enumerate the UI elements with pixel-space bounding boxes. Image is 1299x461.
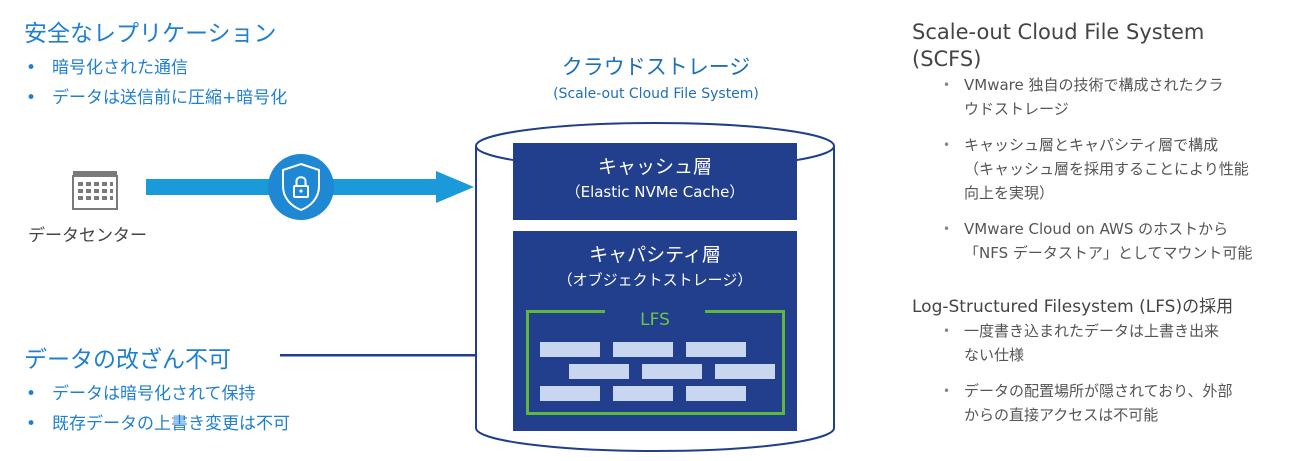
list-item: VMware Cloud on AWS のホストから 「NFS データストア」と… [940, 217, 1252, 265]
scfs-points: VMware 独自の技術で構成されたクラ ウドストレージ キャッシュ層とキャパシ… [940, 73, 1252, 277]
building-icon [72, 171, 118, 210]
list-item: 既存データの上書き変更は不可 [24, 409, 290, 439]
storage-title: クラウドストレージ [561, 55, 751, 79]
lfs-points: 一度書き込まれたデータは上書き出来 ない仕様 データの配置場所が隠されており、外… [940, 319, 1233, 439]
lfs-title: Log-Structured Filesystem (LFS)の採用 [912, 297, 1234, 317]
list-item-line: ない仕様 [964, 346, 1025, 364]
list-item-line: 「NFS データストア」としてマウント可能 [964, 244, 1253, 262]
cache-layer-detail: （Elastic NVMe Cache） [565, 183, 745, 201]
cache-layer-name: キャッシュ層 [597, 156, 712, 178]
lfs-label: LFS [605, 310, 705, 330]
lfs-block [540, 386, 600, 401]
scfs-title-line1: Scale-out Cloud File System [912, 20, 1205, 44]
lfs-block [715, 364, 775, 379]
lfs-block [642, 364, 702, 379]
scfs-title: Scale-out Cloud File System (SCFS) [912, 19, 1204, 73]
list-item: キャッシュ層とキャパシティ層で構成 （キャッシュ層を採用することにより性能 向上… [940, 133, 1252, 205]
capacity-layer-name: キャパシティ層 [589, 244, 721, 266]
list-item: データは暗号化されて保持 [24, 379, 290, 409]
list-item-line: 一度書き込まれたデータは上書き出来 [964, 322, 1220, 340]
lfs-block [686, 386, 746, 401]
list-item-line: ウドストレージ [964, 100, 1069, 118]
storage-subtitle: (Scale-out Cloud File System) [553, 86, 759, 102]
list-item-line: キャッシュ層とキャパシティ層で構成 [964, 136, 1219, 154]
list-item: 暗号化された通信 [24, 53, 287, 83]
shield-lock-icon [268, 154, 334, 220]
list-item-line: 向上を実現） [964, 184, 1055, 202]
datacenter-label: データセンター [28, 226, 147, 246]
lfs-block [569, 364, 629, 379]
capacity-layer-detail: （オブジェクトストレージ） [557, 271, 753, 289]
list-item-line: （キャッシュ層を採用することにより性能 [964, 160, 1249, 178]
list-item: データは送信前に圧縮+暗号化 [24, 83, 287, 113]
replication-arrow [146, 154, 474, 220]
list-item: VMware 独自の技術で構成されたクラ ウドストレージ [940, 73, 1252, 121]
lfs-block [686, 342, 746, 357]
scfs-title-line2: (SCFS) [912, 47, 982, 71]
arrow-right-icon [436, 171, 474, 203]
lfs-block [613, 386, 673, 401]
replication-title: 安全なレプリケーション [24, 21, 277, 47]
list-item: 一度書き込まれたデータは上書き出来 ない仕様 [940, 319, 1233, 367]
tamper-points: データは暗号化されて保持 既存データの上書き変更は不可 [24, 379, 290, 439]
replication-points: 暗号化された通信 データは送信前に圧縮+暗号化 [24, 53, 287, 113]
list-item-line: からの直接アクセスは不可能 [964, 406, 1159, 424]
lfs-block [613, 342, 673, 357]
list-item-line: VMware Cloud on AWS のホストから [964, 220, 1229, 238]
tamper-title: データの改ざん不可 [24, 347, 231, 373]
list-item: データの配置場所が隠されており、外部 からの直接アクセスは不可能 [940, 379, 1233, 427]
list-item-line: データの配置場所が隠されており、外部 [964, 382, 1233, 400]
lfs-block [540, 342, 600, 357]
cache-layer: キャッシュ層 （Elastic NVMe Cache） [513, 143, 797, 220]
list-item-line: VMware 独自の技術で構成されたクラ [964, 76, 1224, 94]
